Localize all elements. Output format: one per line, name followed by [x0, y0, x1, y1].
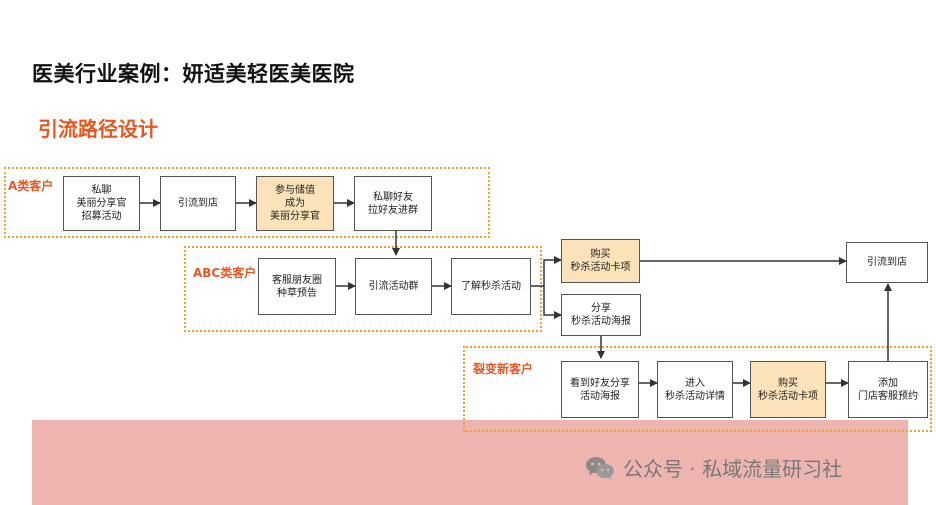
arrow: [543, 286, 562, 319]
node-buy-flash-card-fission: 购买 秒杀活动卡项: [750, 361, 826, 418]
page-title: 医美行业案例：妍适美轻医美医院: [32, 62, 355, 86]
node-see-friend-poster: 看到好友分享 活动海报: [561, 361, 639, 418]
bottom-band: [32, 420, 908, 505]
watermark-text: 公众号 · 私域流量研习社: [623, 457, 843, 481]
group-fission-label: 裂变新客户: [473, 362, 534, 376]
group-a-label: A类客户: [8, 179, 54, 193]
node-drive-to-store-final: 引流到店: [846, 242, 928, 283]
arrow: [531, 256, 562, 287]
node-learn-flash-sale: 了解秒杀活动: [451, 258, 531, 315]
node-activity-group: 引流活动群: [355, 258, 432, 315]
node-private-chat-recruit: 私聊 美丽分享官 招募活动: [63, 176, 140, 231]
group-fission: [463, 346, 932, 432]
wechat-icon: [586, 456, 614, 480]
node-drive-to-store: 引流到店: [160, 176, 236, 231]
node-invite-friends-group: 私聊好友 拉好友进群: [354, 176, 432, 231]
group-abc-label: ABC类客户: [193, 266, 257, 280]
node-share-poster: 分享 秒杀活动海报: [561, 294, 641, 336]
node-enter-detail: 进入 秒杀活动详情: [657, 361, 733, 418]
group-a: [4, 167, 490, 238]
section-subtitle: 引流路径设计: [38, 117, 158, 141]
watermark: 公众号 · 私域流量研习社: [585, 453, 842, 482]
node-join-deposit: 参与储值 成为 美丽分享官: [256, 176, 334, 231]
group-abc: [184, 246, 542, 332]
node-moments-preview: 客服朋友圈 种草预告: [258, 258, 336, 315]
node-buy-flash-card: 购买 秒杀活动卡项: [561, 239, 640, 283]
node-add-store-service: 添加 门店客服预约: [848, 361, 928, 418]
